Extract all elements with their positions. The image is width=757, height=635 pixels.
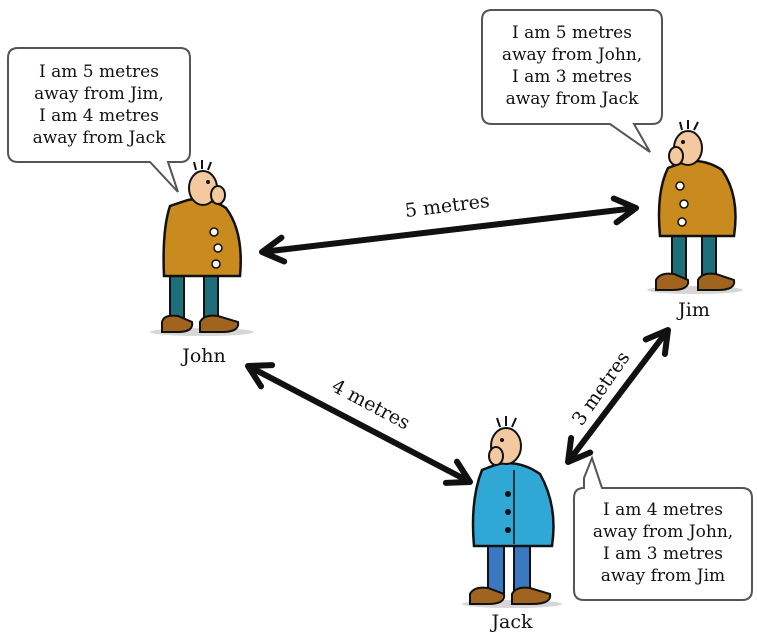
jim-figure [647, 120, 743, 294]
distance-label-john-jack: 4 metres [328, 375, 413, 434]
speech-bubble-john: I am 5 metres away from Jim, I am 4 metr… [7, 47, 191, 193]
speech-line: away from Jim [601, 566, 725, 586]
speech-line: I am 5 metres [39, 62, 159, 82]
speech-line: away from Jack [33, 128, 166, 148]
speech-line: I am 5 metres [512, 23, 632, 43]
jack-figure [462, 416, 562, 608]
distance-label-john-jim: 5 metres [404, 190, 491, 222]
speech-bubble-jack: I am 4 metres away from John, I am 3 met… [573, 455, 753, 601]
speech-line: away from John, [593, 522, 733, 542]
speech-line: away from Jim, [34, 84, 164, 104]
speech-line: I am 3 metres [603, 544, 723, 564]
arrow-john-jack [245, 362, 473, 486]
speech-line: I am 3 metres [512, 67, 632, 87]
speech-bubble-jim: I am 5 metres away from John, I am 3 met… [481, 9, 663, 153]
name-label-john: John [180, 345, 226, 367]
name-label-jim: Jim [676, 299, 710, 321]
speech-line: I am 4 metres [603, 500, 723, 520]
name-label-jack: Jack [489, 611, 533, 633]
john-figure [150, 160, 254, 336]
speech-line: away from Jack [506, 89, 639, 109]
speech-line: I am 4 metres [39, 106, 159, 126]
arrow-john-jim [259, 195, 639, 265]
speech-line: away from John, [502, 45, 642, 65]
arrow-jim-jack [565, 327, 671, 465]
